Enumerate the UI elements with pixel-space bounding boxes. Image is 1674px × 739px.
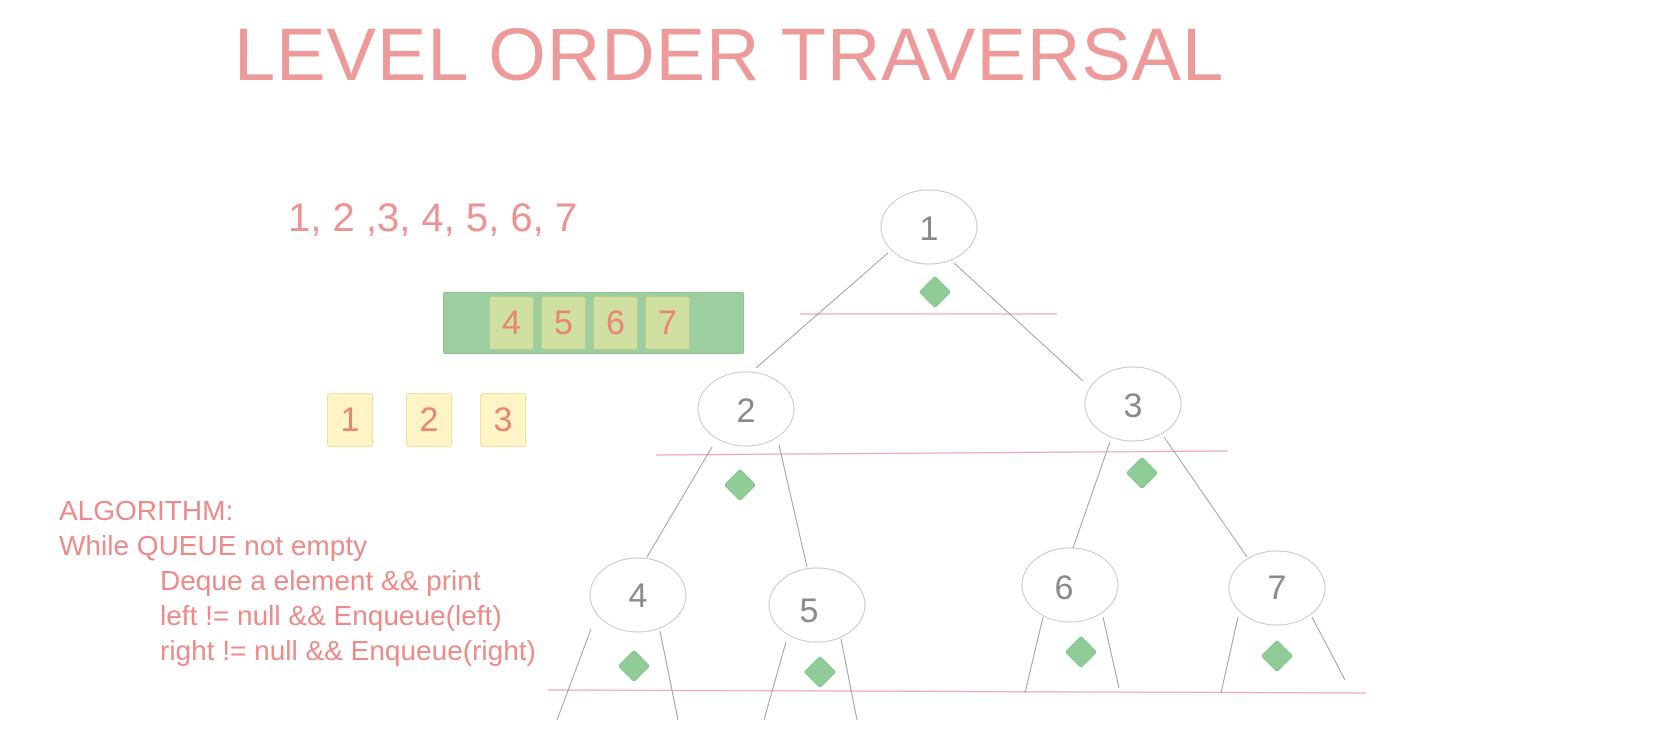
visited-item: 2	[406, 393, 452, 447]
diamond-marker-icon	[618, 650, 650, 682]
level-line	[655, 450, 1229, 456]
diamond-marker-icon	[919, 276, 951, 308]
tree-node-label: 3	[1124, 387, 1143, 425]
queue-item: 5	[541, 296, 586, 350]
tree-node-label: 6	[1055, 569, 1074, 607]
tree-edge-stub	[1311, 616, 1346, 681]
page-title: LEVEL ORDER TRAVERSAL	[234, 13, 1225, 96]
algorithm-step: right != null && Enqueue(right)	[160, 635, 536, 666]
tree-node-label: 1	[920, 210, 939, 248]
queue-item: 7	[645, 296, 690, 350]
tree-edge	[1163, 436, 1248, 558]
diamond-marker-icon	[724, 469, 756, 501]
tree-node-label: 5	[800, 592, 819, 630]
diamond-marker-icon	[1065, 636, 1097, 668]
algorithm-step: Deque a element && print	[160, 565, 481, 596]
tree-node-1	[880, 189, 978, 265]
algorithm-block: ALGORITHM: While QUEUE not empty Deque a…	[59, 493, 536, 668]
tree-node-label: 7	[1268, 569, 1287, 607]
visited-item: 1	[327, 393, 373, 447]
tree-node-2	[697, 371, 795, 447]
tree-node-6	[1021, 547, 1119, 623]
tree-edge	[646, 446, 713, 558]
tree-edge-stub	[1102, 616, 1120, 689]
tree-edge-stub	[1220, 616, 1239, 694]
queue-item: 6	[593, 296, 638, 350]
algorithm-heading: ALGORITHM:	[59, 495, 234, 526]
tree-edge-stub	[840, 638, 858, 721]
traversal-output: 1, 2 ,3, 4, 5, 6, 7	[288, 196, 578, 240]
algorithm-loop: While QUEUE not empty	[59, 530, 368, 561]
tree-edge	[755, 252, 889, 369]
tree-edge	[953, 262, 1084, 382]
tree-edge-stub	[1024, 616, 1044, 694]
tree-node-5	[768, 567, 866, 643]
visited-item: 3	[480, 393, 526, 447]
tree-edge	[1072, 441, 1111, 549]
tree-node-4	[589, 557, 687, 633]
diamond-marker-icon	[804, 656, 836, 688]
tree-edge-stub	[659, 630, 679, 721]
tree-node-3	[1084, 366, 1182, 442]
tree-edge	[778, 444, 808, 568]
tree-edge-stub	[763, 641, 787, 721]
queue-item: 4	[489, 296, 534, 350]
diamond-marker-icon	[1126, 457, 1158, 489]
diamond-marker-icon	[1261, 640, 1293, 672]
tree-node-7	[1228, 550, 1326, 626]
tree-node-label: 4	[629, 577, 648, 615]
level-line	[547, 689, 1367, 694]
algorithm-step: left != null && Enqueue(left)	[160, 600, 502, 631]
tree-edge-stub	[556, 628, 592, 721]
queue-container: 4 5 6 7	[443, 292, 744, 354]
tree-node-label: 2	[737, 392, 756, 430]
